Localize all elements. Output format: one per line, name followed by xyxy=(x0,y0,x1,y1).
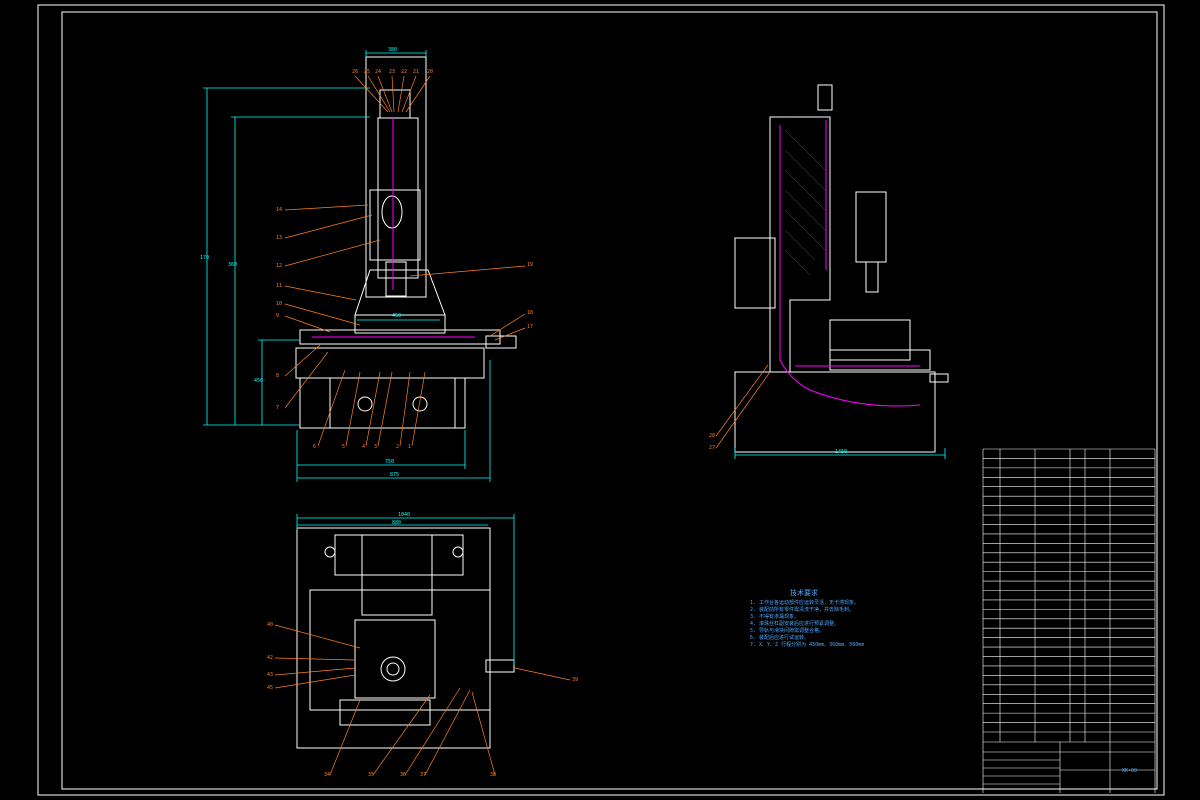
leader-top-23: 23 xyxy=(389,69,396,75)
leader-40: 40 xyxy=(267,622,274,628)
top-dim-1: 1040 xyxy=(398,512,411,518)
front-table-dim: 450 xyxy=(392,313,402,319)
leader-6: 6 xyxy=(313,444,317,450)
drawing-code: XK-00 xyxy=(1122,768,1138,774)
leader-12: 12 xyxy=(276,263,283,269)
leader-37: 37 xyxy=(420,772,427,778)
note-line: 5. 导轨与滑块间隙需调整合格。 xyxy=(750,628,825,634)
leader-45: 45 xyxy=(267,685,274,691)
leader-18: 18 xyxy=(527,310,534,316)
side-view xyxy=(734,84,949,453)
parts-list-table xyxy=(982,448,1156,793)
leader-35: 35 xyxy=(368,772,375,778)
leader-27: 27 xyxy=(709,445,716,451)
front-view-highlight xyxy=(312,118,475,338)
leader-39: 39 xyxy=(572,677,579,683)
front-view-leaders xyxy=(284,75,526,447)
front-view-dimensions xyxy=(203,50,491,482)
top-dim-2: 880 xyxy=(392,520,402,526)
leader-28: 28 xyxy=(709,433,716,439)
leader-8: 8 xyxy=(276,373,280,379)
leader-5: 5 xyxy=(342,444,346,450)
note-line: 3. 不得有渗漏现象。 xyxy=(750,614,800,620)
leader-3: 3 xyxy=(374,444,378,450)
note-line: 2. 装配前所有零件需清洗干净，并去除毛刺。 xyxy=(750,607,855,613)
note-line: 4. 滚珠丝杠副安装后应进行预紧调整。 xyxy=(750,621,840,627)
leader-top-21: 21 xyxy=(413,69,420,75)
notes-list: 1. 工作台各运动部件应运转灵活，无卡滞现象。2. 装配前所有零件需清洗干净，并… xyxy=(750,600,864,649)
note-line: 6. 装配后应进行试运转。 xyxy=(750,635,810,641)
leader-34: 34 xyxy=(324,772,331,778)
leader-13: 13 xyxy=(276,235,283,241)
leader-42: 42 xyxy=(267,655,274,661)
leader-top-25: 25 xyxy=(364,69,371,75)
front-left-dim-1: 170 xyxy=(200,255,210,261)
side-view-dimensions xyxy=(734,448,946,459)
side-bottom-dim: 1450 xyxy=(835,449,848,455)
side-view-highlight xyxy=(779,120,921,407)
leader-9: 9 xyxy=(276,313,280,319)
leader-14: 14 xyxy=(276,207,283,213)
note-line: 7. X、Y、Z 行程分别为 450mm、360mm、360mm xyxy=(750,642,865,648)
top-view-dimensions xyxy=(296,514,515,665)
leader-43: 43 xyxy=(267,672,274,678)
front-left-dim-3: 450 xyxy=(254,378,264,384)
side-view-hatch xyxy=(784,129,826,276)
leader-top-20: 20 xyxy=(427,69,434,75)
sheet-border xyxy=(37,4,1165,796)
leader-7: 7 xyxy=(276,405,280,411)
leader-19: 19 xyxy=(527,262,534,268)
leader-top-22: 22 xyxy=(401,69,408,75)
note-line: 1. 工作台各运动部件应运转灵活，无卡滞现象。 xyxy=(750,600,860,606)
leader-36: 36 xyxy=(400,772,407,778)
leader-top-24: 24 xyxy=(375,69,382,75)
side-view-leaders xyxy=(715,364,771,449)
leader-1: 1 xyxy=(408,444,412,450)
front-bottom-dim-2: 875 xyxy=(390,472,400,478)
leader-4: 4 xyxy=(362,444,366,450)
top-view xyxy=(296,527,515,749)
drawing-frame xyxy=(61,11,1158,790)
front-bottom-dim-1: 750 xyxy=(385,459,395,465)
notes-title: 技术要求 xyxy=(790,589,818,597)
leader-top-26: 26 xyxy=(352,69,359,75)
leader-38: 38 xyxy=(490,772,497,778)
front-top-dim: 380 xyxy=(388,47,398,53)
leader-17: 17 xyxy=(527,324,534,330)
leader-2: 2 xyxy=(396,444,400,450)
leader-10: 10 xyxy=(276,301,283,307)
front-view xyxy=(295,56,517,429)
leader-11: 11 xyxy=(276,283,283,289)
front-left-dim-2: 360 xyxy=(228,262,238,268)
top-view-leaders xyxy=(274,624,571,776)
